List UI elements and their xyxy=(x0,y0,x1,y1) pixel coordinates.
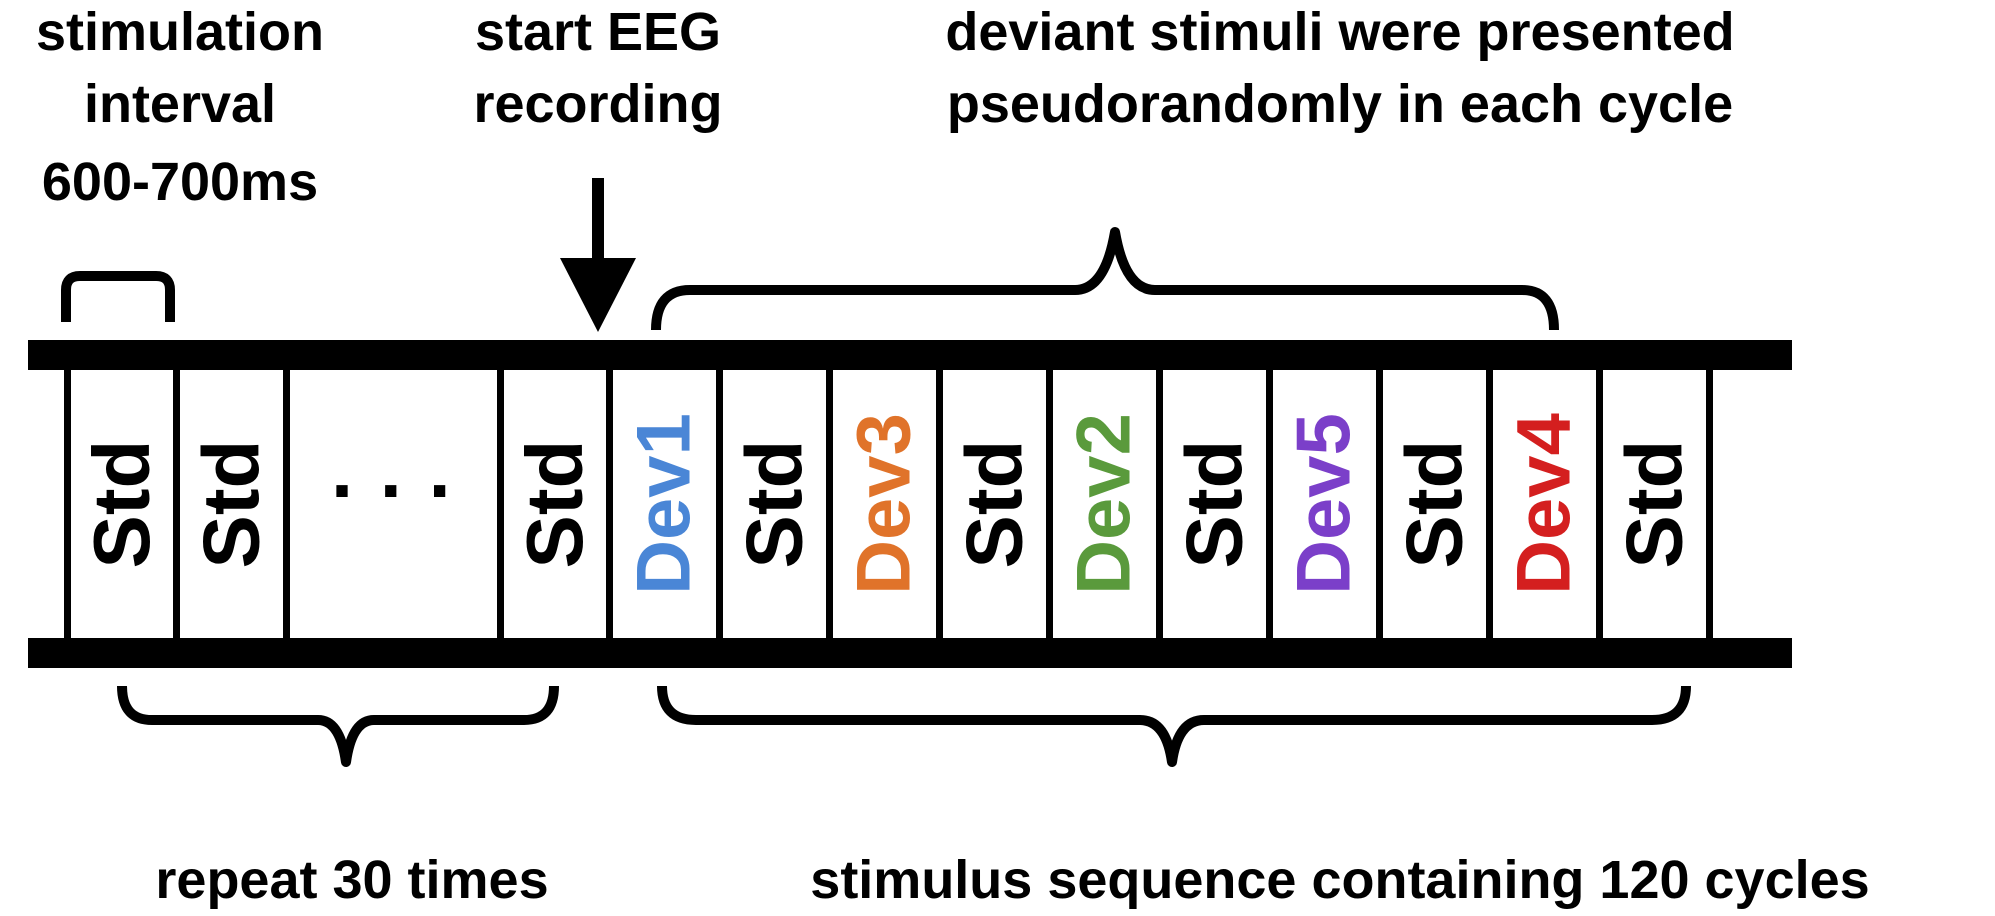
standard-stimulus-cell: Std xyxy=(1390,440,1479,569)
standard-stimulus-cell: Std xyxy=(1170,440,1259,569)
deviant-stimulus-cell: Dev3 xyxy=(842,413,927,595)
standard-stimulus-cell: Std xyxy=(730,440,819,569)
cell-divider xyxy=(1046,368,1053,640)
cell-divider xyxy=(497,368,504,640)
cell-divider xyxy=(936,368,943,640)
top-rail xyxy=(28,340,1792,370)
cell-divider xyxy=(1266,368,1273,640)
deviant-label-line1: deviant stimuli were presented xyxy=(945,2,1734,62)
cell-divider xyxy=(716,368,723,640)
eeg-arrow-head xyxy=(560,258,636,332)
cell-divider xyxy=(1156,368,1163,640)
standard-stimulus-cell: Std xyxy=(510,440,599,569)
repeat-brace xyxy=(117,685,559,767)
deviant-stimulus-cell: Dev5 xyxy=(1282,413,1367,595)
cell-divider xyxy=(606,368,613,640)
cell-divider xyxy=(64,368,71,640)
eeg-label-line1: start EEG xyxy=(475,2,721,62)
deviant-stimulus-cell: Dev4 xyxy=(1502,413,1587,595)
repeat-label: repeat 30 times xyxy=(155,850,548,910)
interval-label-line2: interval xyxy=(84,74,276,134)
deviant-brace xyxy=(651,227,1559,331)
sequence-label: stimulus sequence containing 120 cycles xyxy=(810,850,1869,910)
standard-stimulus-cell: Std xyxy=(187,440,276,569)
deviant-stimulus-cell: Dev2 xyxy=(1062,413,1147,595)
standard-stimulus-cell: Std xyxy=(950,440,1039,569)
cell-divider xyxy=(826,368,833,640)
sequence-brace xyxy=(657,685,1691,767)
bottom-rail xyxy=(28,638,1792,668)
interval-bracket xyxy=(61,271,175,322)
cell-divider xyxy=(1596,368,1603,640)
cell-divider xyxy=(173,368,180,640)
deviant-stimulus-cell: Dev1 xyxy=(622,413,707,595)
interval-label-line3: 600-700ms xyxy=(42,152,318,212)
standard-stimulus-cell: Std xyxy=(1610,440,1699,569)
standard-stimulus-cell: Std xyxy=(77,440,166,569)
cell-divider xyxy=(1706,368,1713,640)
cell-dividers xyxy=(64,368,1713,640)
cell-divider xyxy=(283,368,290,640)
deviant-label-line2: pseudorandomly in each cycle xyxy=(947,74,1733,134)
cell-divider xyxy=(1376,368,1383,640)
cell-divider xyxy=(1486,368,1493,640)
ellipsis-cell: · · · xyxy=(331,446,455,535)
interval-label-line1: stimulation xyxy=(36,2,324,62)
eeg-label-line2: recording xyxy=(473,74,722,134)
